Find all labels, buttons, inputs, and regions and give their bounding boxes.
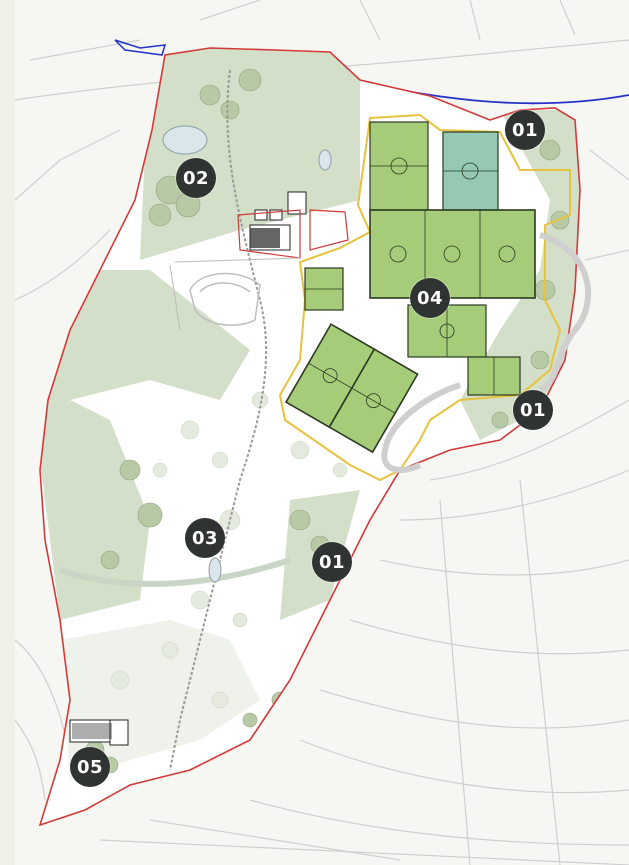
zone-marker-01[interactable]: 01 [312,542,352,582]
car-park [169,257,301,331]
road-boundary-line [114,39,167,56]
pitches [284,121,536,454]
training-zone-outline [278,113,571,482]
building-dark [72,228,280,739]
zone-marker-05[interactable]: 05 [70,747,110,787]
zone-marker-01[interactable]: 01 [513,390,553,430]
loop-road [381,382,461,473]
building-boundary [309,209,349,251]
road-network [14,0,629,865]
zone-marker-01[interactable]: 01 [505,110,545,150]
zone-marker-03[interactable]: 03 [185,518,225,558]
arena [189,272,261,326]
loop-road [538,232,592,393]
zone-marker-04[interactable]: 04 [410,278,450,318]
zone-marker-02[interactable]: 02 [176,158,216,198]
